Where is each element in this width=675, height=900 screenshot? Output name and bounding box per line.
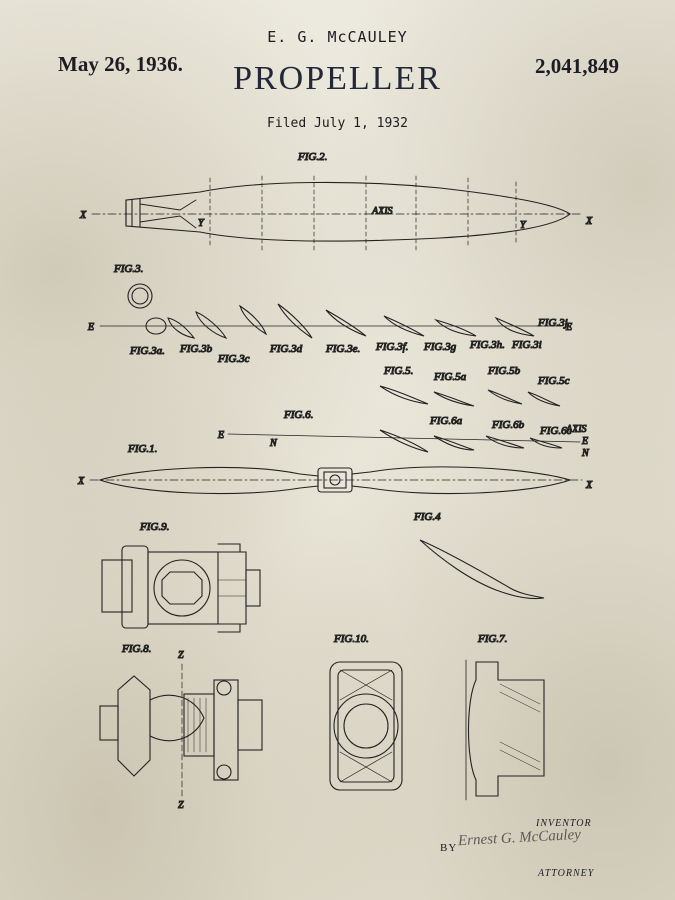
fig7-label: FIG.7. [477, 633, 507, 645]
fig6-label: FIG.6. [283, 409, 313, 421]
attorney-label: ATTORNEY [538, 868, 595, 879]
fig1-x-right: X [585, 480, 593, 491]
fig9-label: FIG.9. [139, 521, 169, 533]
fig2-blade-planform: FIG.2. X X AXIS Y Y [78, 150, 594, 253]
fig5c-label: FIG.5c [537, 375, 570, 387]
fig10-label: FIG.10. [333, 633, 369, 645]
inventor-name: E. G. McCAULEY [267, 28, 408, 46]
fig3c-label: FIG.3c [217, 353, 250, 365]
fig9-hub-section: FIG.9. [101, 520, 261, 633]
fig3e-label: FIG.3e. [325, 343, 360, 355]
fig3h-label: FIG.3h. [469, 339, 505, 351]
fig6b-label: FIG.6b [491, 419, 525, 431]
fig1-x-left: X [77, 476, 85, 487]
fig2-x-left: X [79, 210, 87, 221]
fig5-fig6-sections: FIG.5. FIG.5a FIG.5b FIG.5c FIG.6. E N F… [216, 364, 590, 459]
fig3b-label: FIG.3b [179, 343, 213, 355]
fig10-hub-end-view: FIG.10. [329, 632, 403, 791]
fig1-label: FIG.1. [127, 443, 157, 455]
fig6-n-right: N [581, 448, 590, 459]
fig8-z-top: Z [178, 650, 184, 661]
fig8-z-bottom: Z [178, 800, 184, 811]
filed-date: Filed July 1, 1932 [267, 116, 408, 131]
inventor-label: INVENTOR [536, 818, 592, 829]
fig2-axis: AXIS [371, 206, 393, 217]
fig6-e-right: E [581, 436, 588, 447]
by-label: BY [440, 842, 458, 854]
fig2-x-right: X [585, 216, 593, 227]
patent-number: 2,041,849 [535, 54, 619, 78]
fig5-label: FIG.5. [383, 365, 413, 377]
fig3a-label: FIG.3a. [129, 345, 165, 357]
fig5b-label: FIG.5b [487, 365, 521, 377]
fig6-e-left: E [217, 430, 224, 441]
fig6-axis: AXIS [565, 424, 587, 435]
fig1-full-propeller: FIG.1. X X [76, 442, 594, 495]
fig3j-label: FIG.3j [537, 317, 568, 329]
fig3-e-right: E [565, 322, 572, 333]
fig3f-label: FIG.3f. [375, 341, 408, 353]
fig3-e-left: E [87, 322, 94, 333]
fig3d-label: FIG.3d [269, 343, 303, 355]
fig4-label: FIG.4 [413, 511, 441, 523]
patent-date: May 26, 1936. [58, 52, 183, 76]
fig6-n-left: N [269, 438, 278, 449]
fig3-sections: FIG.3. E E FIG.3a. FIG.3b FIG.3c FIG.3d … [86, 262, 572, 365]
fig3g-label: FIG.3g [423, 341, 457, 353]
fig2-y-right: Y [520, 220, 527, 231]
fig6c-label: FIG.6c [539, 425, 572, 437]
fig5a-label: FIG.5a [433, 371, 467, 383]
fig4-section: FIG.4 [412, 510, 545, 600]
fig3i-label: FIG.3i [511, 339, 542, 351]
fig7-section: FIG.7. [465, 632, 545, 801]
fig8-hub-section: FIG.8. Z Z [99, 642, 263, 812]
fig2-y-left: Y [198, 218, 205, 229]
patent-title: PROPELLER [233, 60, 442, 97]
fig2-label: FIG.2. [297, 151, 327, 163]
fig6a-label: FIG.6a [429, 415, 463, 427]
fig3-label: FIG.3. [113, 263, 143, 275]
fig8-label: FIG.8. [121, 643, 151, 655]
